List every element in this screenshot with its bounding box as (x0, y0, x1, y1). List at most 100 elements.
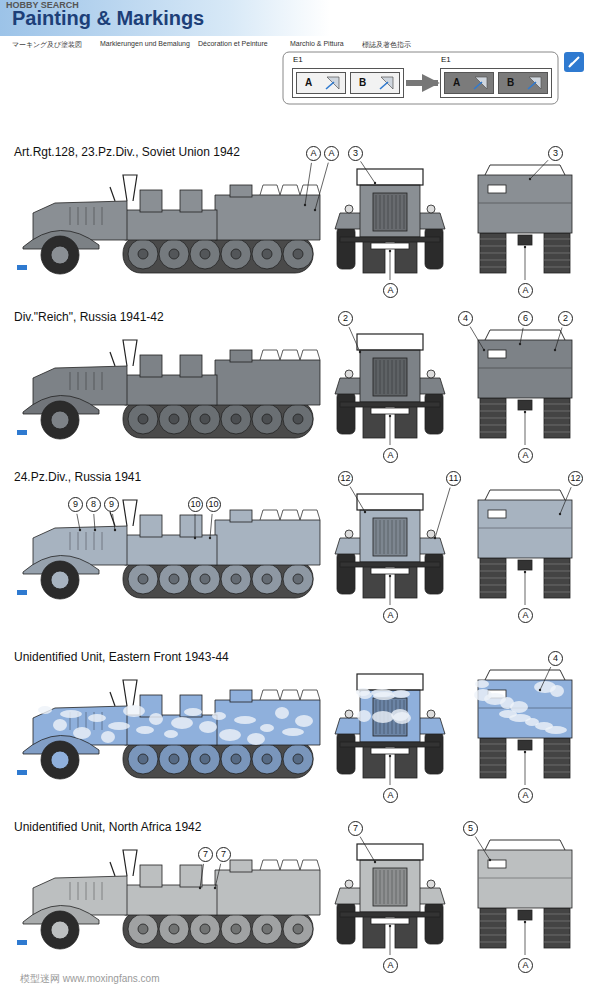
leader-line (94, 514, 95, 530)
camo-patch (60, 710, 82, 718)
number-plate (371, 748, 409, 754)
drawing-stroke (376, 870, 377, 904)
front-wheel (425, 227, 443, 269)
drawing-stroke (86, 207, 87, 225)
subtitle: 標誌及著色指示 (362, 40, 411, 50)
rear-view (474, 670, 572, 778)
callout-number: A (324, 146, 339, 161)
wheel-hub (231, 574, 241, 584)
drawing-stroke (480, 246, 506, 247)
drawing-stroke (86, 372, 87, 390)
seat-back (230, 185, 252, 197)
rear-body (215, 360, 320, 405)
callout-number: 9 (68, 497, 83, 512)
wheel-hub (262, 249, 272, 259)
road-wheel (190, 914, 220, 944)
leader-dot (489, 859, 491, 861)
fender (335, 538, 363, 554)
drawing-stroke (78, 882, 79, 900)
drawing-stroke (404, 870, 405, 904)
body (360, 185, 420, 237)
drawing-stroke (544, 744, 570, 745)
leader-dot (94, 529, 96, 531)
wheel-hub (169, 414, 179, 424)
drawing-stroke (478, 878, 572, 879)
track (544, 558, 570, 598)
drawing-stroke (480, 765, 506, 766)
drawing-stroke (376, 360, 377, 394)
drawing-stroke (404, 360, 405, 394)
bumper (340, 237, 440, 242)
decal-sheet: B (498, 72, 548, 94)
drawing-stroke (400, 870, 401, 904)
callout-number: 4 (458, 311, 473, 326)
bumper (340, 402, 440, 407)
road-wheel (252, 404, 282, 434)
decal-sheet: A (444, 72, 494, 94)
leader-line (525, 412, 526, 445)
crew-area (125, 210, 217, 240)
road-wheel (190, 564, 220, 594)
fender (335, 718, 363, 734)
leader-dot (214, 887, 216, 889)
seat-back (230, 350, 252, 362)
leader-line (361, 161, 375, 183)
drawing-stroke (544, 751, 570, 752)
number-plate (371, 918, 409, 924)
callout-number: 5 (463, 821, 478, 836)
canvas-bow (280, 350, 300, 360)
wheel-hub (262, 924, 272, 934)
leader-dot (199, 887, 201, 889)
bumper (340, 912, 440, 917)
drawing-stroke (544, 404, 570, 405)
wheel-hub (51, 571, 69, 589)
drawing-stroke (544, 592, 570, 593)
canvas-bow (260, 860, 280, 870)
fender (335, 213, 363, 229)
drawing-stroke (380, 870, 381, 904)
drawing-stroke (544, 246, 570, 247)
drawing-stroke (404, 195, 405, 229)
seat-back (140, 355, 162, 377)
leader-line (200, 864, 204, 888)
peel-arrow (528, 82, 536, 89)
leader-dot (389, 250, 391, 252)
front-wheel (425, 392, 443, 434)
drawing-stroke (392, 195, 393, 229)
wheel-hub (231, 754, 241, 764)
camo-patch (234, 716, 256, 724)
drawing-stroke (480, 571, 506, 572)
decal-panel (283, 52, 558, 104)
body (360, 510, 420, 562)
wheel-hub (169, 754, 179, 764)
road-wheel (252, 564, 282, 594)
road-wheel (283, 564, 313, 594)
leader-line (315, 163, 328, 210)
drawing-stroke (544, 772, 570, 773)
leader-dot (359, 351, 361, 353)
canvas-bow (280, 690, 300, 700)
canvas-bow (280, 860, 300, 870)
rear-body (215, 195, 320, 240)
drawing-stroke (544, 921, 570, 922)
canvas-bow (280, 185, 300, 195)
callout-number: A (518, 448, 533, 463)
camo-patch (499, 710, 517, 718)
drawing-stroke (384, 195, 385, 229)
leader-dot (389, 925, 391, 927)
leader-line (350, 487, 365, 512)
drawing-stroke (86, 712, 87, 730)
body (360, 350, 420, 402)
callout-number: A (518, 788, 533, 803)
headlight (427, 370, 435, 378)
seat-back (180, 695, 202, 717)
drawing-stroke (94, 207, 95, 225)
wheel-hub (138, 249, 148, 259)
wheel-hub (200, 754, 210, 764)
wheel-hub (138, 414, 148, 424)
drawing-stroke (480, 253, 506, 254)
drawing-stroke (480, 260, 506, 261)
grille (373, 358, 407, 396)
wheel-hub (293, 924, 303, 934)
leader-dot (209, 537, 211, 539)
